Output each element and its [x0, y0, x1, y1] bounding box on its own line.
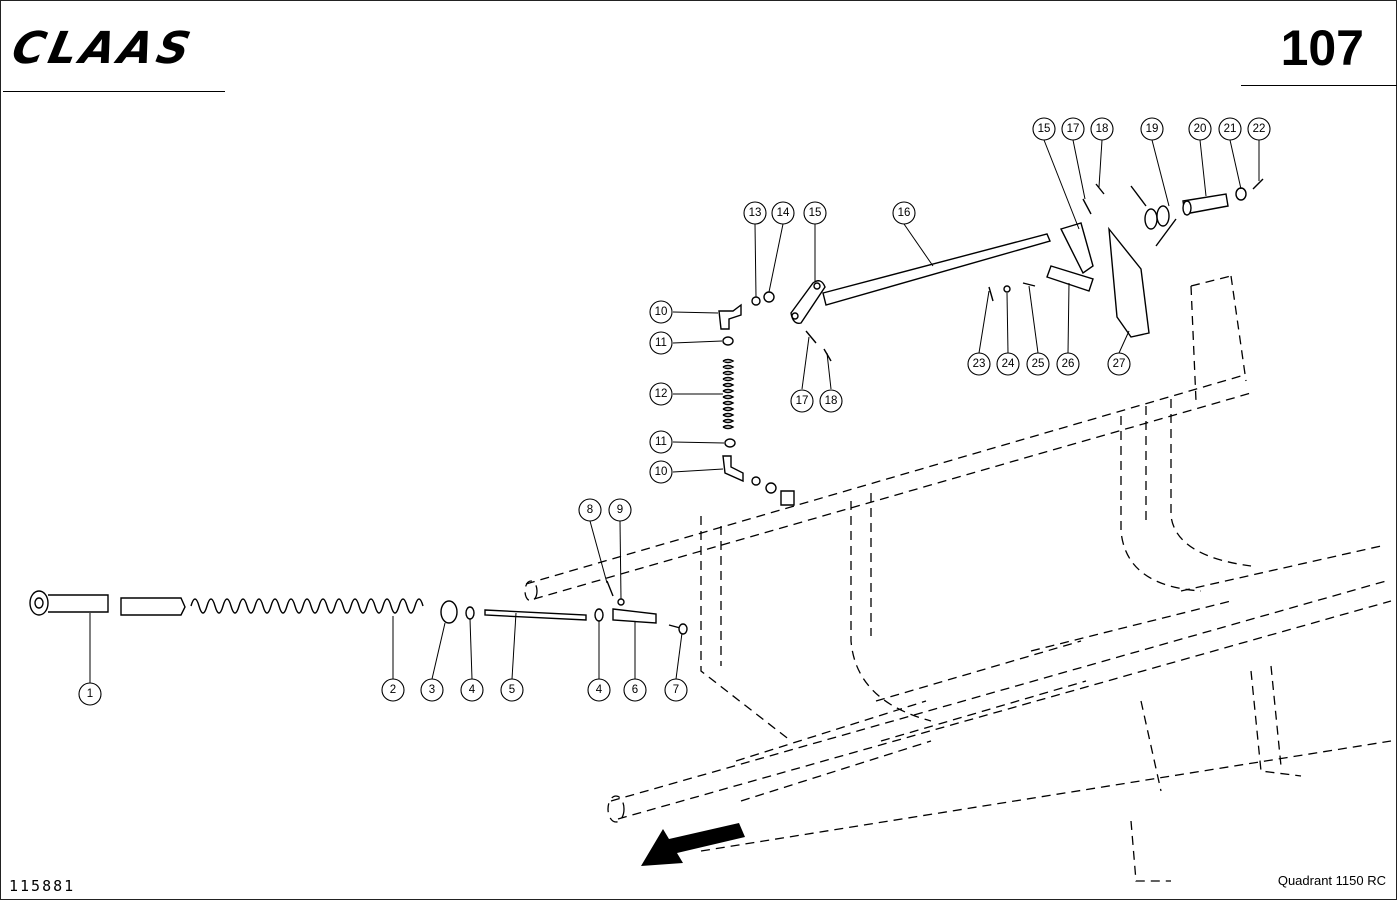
callout-26: 26 — [1056, 352, 1080, 376]
callout-14: 14 — [771, 201, 795, 225]
part-threaded-rod — [484, 609, 587, 621]
svg-text:11: 11 — [655, 436, 667, 448]
callout-1: 1 — [78, 682, 102, 706]
svg-text:25: 25 — [1032, 358, 1045, 370]
svg-text:3: 3 — [429, 684, 435, 696]
callout-17: 17 — [790, 389, 814, 413]
svg-text:17: 17 — [1067, 123, 1080, 135]
svg-text:12: 12 — [655, 388, 668, 400]
callout-8: 8 — [578, 498, 602, 522]
callout-3: 3 — [420, 678, 444, 702]
svg-text:13: 13 — [749, 207, 762, 219]
svg-text:15: 15 — [809, 207, 822, 219]
svg-text:24: 24 — [1002, 358, 1015, 370]
callout-11: 11 — [649, 331, 673, 355]
frame-phantom-lines — [524, 275, 1392, 882]
callout-27: 27 — [1107, 352, 1131, 376]
callout-leaders — [89, 139, 1260, 683]
callout-18: 18 — [819, 389, 843, 413]
callout-17: 17 — [1061, 117, 1085, 141]
svg-text:7: 7 — [673, 684, 679, 696]
svg-text:20: 20 — [1194, 123, 1207, 135]
svg-text:5: 5 — [509, 684, 515, 696]
callout-24: 24 — [996, 352, 1020, 376]
svg-text:10: 10 — [655, 306, 668, 318]
callout-10: 10 — [649, 300, 673, 324]
callout-25: 25 — [1026, 352, 1050, 376]
svg-text:26: 26 — [1062, 358, 1075, 370]
svg-text:4: 4 — [596, 684, 603, 696]
travel-direction-arrow-icon — [641, 823, 745, 866]
header-divider-right — [1241, 85, 1397, 86]
svg-text:21: 21 — [1224, 123, 1237, 135]
svg-text:19: 19 — [1146, 123, 1159, 135]
model-name: Quadrant 1150 RC — [1277, 873, 1386, 888]
callout-5: 5 — [500, 678, 524, 702]
callout-6: 6 — [623, 678, 647, 702]
callout-15: 15 — [803, 201, 827, 225]
svg-text:6: 6 — [632, 684, 638, 696]
callout-20: 20 — [1188, 117, 1212, 141]
part-washer-and-nut — [440, 600, 475, 624]
part-axle-pin — [29, 590, 186, 616]
callout-4: 4 — [587, 678, 611, 702]
svg-text:23: 23 — [973, 358, 986, 370]
svg-text:2: 2 — [390, 684, 396, 696]
callout-21: 21 — [1218, 117, 1242, 141]
svg-text:9: 9 — [617, 504, 623, 516]
part-hinge-pin-assembly — [1130, 178, 1264, 247]
drawing-number: 115881 — [9, 877, 76, 895]
svg-text:8: 8 — [587, 504, 593, 516]
callout-16: 16 — [892, 201, 916, 225]
callout-9: 9 — [608, 498, 632, 522]
svg-text:22: 22 — [1253, 123, 1266, 135]
svg-text:1: 1 — [87, 688, 93, 700]
callout-10: 10 — [649, 460, 673, 484]
callout-15: 15 — [1032, 117, 1056, 141]
callout-4: 4 — [460, 678, 484, 702]
part-bracket-plate — [988, 226, 1150, 338]
svg-text:11: 11 — [655, 337, 667, 349]
svg-text:15: 15 — [1038, 123, 1051, 135]
callout-13: 13 — [743, 201, 767, 225]
svg-text:18: 18 — [1096, 123, 1109, 135]
svg-text:18: 18 — [825, 395, 838, 407]
header-divider-left — [3, 91, 225, 92]
part-clevis-assembly — [594, 580, 688, 635]
svg-text:16: 16 — [898, 207, 911, 219]
page-number: 107 — [1280, 20, 1364, 76]
svg-text:4: 4 — [469, 684, 476, 696]
svg-text:17: 17 — [796, 395, 809, 407]
callout-7: 7 — [664, 678, 688, 702]
callout-12: 12 — [649, 382, 673, 406]
svg-text:10: 10 — [655, 466, 668, 478]
svg-text:14: 14 — [777, 207, 790, 219]
callout-19: 19 — [1140, 117, 1164, 141]
callout-22: 22 — [1247, 117, 1271, 141]
part-spring — [190, 598, 424, 614]
callout-11: 11 — [649, 430, 673, 454]
callout-2: 2 — [381, 678, 405, 702]
part-adjuster-rod — [718, 291, 795, 506]
svg-text:27: 27 — [1113, 358, 1126, 370]
callout-23: 23 — [967, 352, 991, 376]
callout-18: 18 — [1090, 117, 1114, 141]
